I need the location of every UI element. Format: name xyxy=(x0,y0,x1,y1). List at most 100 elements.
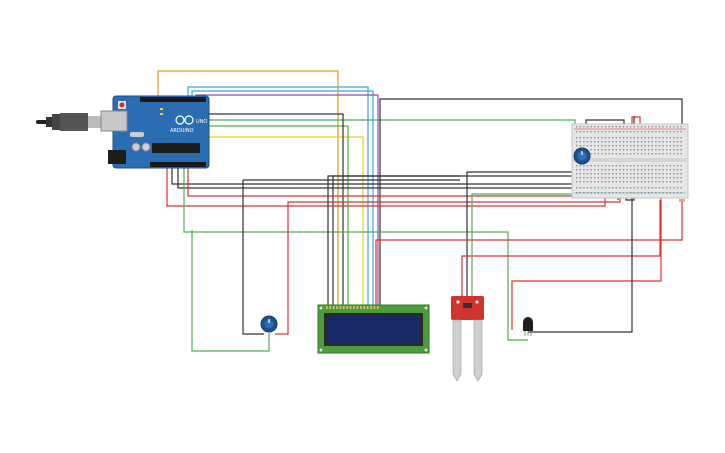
breadboard-hole xyxy=(594,141,596,143)
breadboard-hole xyxy=(637,169,639,171)
breadboard-hole xyxy=(612,181,614,183)
breadboard-hole xyxy=(604,177,607,179)
lcd-pin xyxy=(366,306,369,309)
breadboard-hole xyxy=(651,165,653,167)
breadboard-hole xyxy=(658,153,661,155)
breadboard-hole xyxy=(586,181,589,183)
breadboard-hole xyxy=(640,181,643,183)
breadboard-hole xyxy=(662,131,664,133)
breadboard-hole xyxy=(626,192,628,194)
breadboard-hole xyxy=(673,187,675,189)
breadboard-hole xyxy=(583,145,585,147)
breadboard-hole xyxy=(666,141,668,143)
lcd-16x2[interactable] xyxy=(317,304,430,354)
breadboard-hole xyxy=(626,169,628,171)
breadboard[interactable] xyxy=(571,123,689,199)
breadboard-hole xyxy=(633,145,635,147)
breadboard-hole xyxy=(637,141,639,143)
breadboard-hole xyxy=(622,131,625,133)
breadboard-hole xyxy=(680,165,682,167)
power-jack xyxy=(108,150,126,164)
wire-black-2[interactable] xyxy=(206,113,344,310)
breadboard-hole xyxy=(637,149,639,151)
breadboard-hole xyxy=(637,165,639,167)
breadboard-hole xyxy=(630,169,632,171)
breadboard-hole xyxy=(673,149,675,151)
breadboard-hole xyxy=(666,169,668,171)
arduino-model-label: UNO xyxy=(196,119,207,125)
breadboard-hole xyxy=(612,141,614,143)
breadboard-hole xyxy=(619,137,621,139)
wire-black-temp[interactable] xyxy=(528,196,633,333)
breadboard-hole xyxy=(597,187,599,189)
breadboard-hole xyxy=(579,192,581,194)
breadboard-hole xyxy=(579,177,581,179)
breadboard-hole xyxy=(576,165,578,167)
wire-red-lcd[interactable] xyxy=(375,200,683,310)
breadboard-hole xyxy=(579,187,581,189)
breadboard-hole xyxy=(676,181,679,183)
wire-red-sensor[interactable] xyxy=(461,200,661,296)
breadboard-hole xyxy=(626,177,628,179)
wire-black-5[interactable] xyxy=(177,166,591,189)
breadboard-hole xyxy=(666,131,668,133)
wire-green-3[interactable] xyxy=(183,166,528,341)
wire-orange[interactable] xyxy=(157,70,339,310)
breadboard-hole xyxy=(583,192,585,194)
breadboard-hole xyxy=(640,173,643,175)
wire-blue-2[interactable] xyxy=(191,90,374,310)
breadboard-hole xyxy=(608,187,610,189)
breadboard-hole xyxy=(662,177,664,179)
breadboard-hole xyxy=(637,177,639,179)
breadboard-hole xyxy=(630,187,632,189)
breadboard-hole xyxy=(590,192,592,194)
breadboard-hole xyxy=(630,181,632,183)
breadboard-hole xyxy=(648,149,650,151)
temperature-sensor[interactable] xyxy=(523,317,533,336)
breadboard-hole xyxy=(615,153,617,155)
breadboard-hole xyxy=(597,149,599,151)
breadboard-hole xyxy=(676,187,679,189)
breadboard-hole xyxy=(633,169,635,171)
breadboard-hole xyxy=(626,173,628,175)
wire-red-2[interactable] xyxy=(187,166,613,197)
breadboard-hole xyxy=(601,137,603,139)
breadboard-hole xyxy=(594,126,596,128)
breadboard-hole xyxy=(612,169,614,171)
breadboard-hole xyxy=(615,141,617,143)
breadboard-hole xyxy=(615,181,617,183)
breadboard-hole xyxy=(630,153,632,155)
breadboard-hole xyxy=(680,137,682,139)
potentiometer-lcd[interactable] xyxy=(260,315,278,333)
wire-yellow[interactable] xyxy=(183,110,364,310)
potentiometer-breadboard[interactable] xyxy=(573,147,591,165)
wire-green-2[interactable] xyxy=(206,125,349,310)
breadboard-holes xyxy=(576,126,682,194)
breadboard-hole xyxy=(633,131,635,133)
breadboard-hole xyxy=(669,187,671,189)
wire-blue-1[interactable] xyxy=(187,86,369,310)
wire-green-top[interactable] xyxy=(206,119,610,130)
lcd-screen xyxy=(327,316,420,343)
wire-green-sensor[interactable] xyxy=(471,193,618,296)
wire-red-temp[interactable] xyxy=(511,195,662,330)
breadboard-hole xyxy=(637,192,639,194)
resistor[interactable] xyxy=(679,199,685,202)
wire-green-pot[interactable] xyxy=(191,230,270,352)
breadboard-hole xyxy=(601,169,603,171)
breadboard-hole xyxy=(666,177,668,179)
wire-black-pot[interactable] xyxy=(242,179,460,335)
soil-moisture-sensor[interactable] xyxy=(451,296,484,382)
breadboard-hole xyxy=(579,165,581,167)
breadboard-hole xyxy=(630,192,632,194)
breadboard-hole xyxy=(597,145,599,147)
breadboard-hole xyxy=(597,169,599,171)
breadboard-hole xyxy=(644,126,646,128)
wire-black-4[interactable] xyxy=(171,166,599,185)
breadboard-hole xyxy=(673,145,675,147)
breadboard-hole xyxy=(590,187,592,189)
arduino-uno[interactable]: UNO ARDUINO xyxy=(100,95,210,169)
breadboard-hole xyxy=(604,145,607,147)
breadboard-hole xyxy=(651,181,653,183)
breadboard-hole xyxy=(669,149,671,151)
